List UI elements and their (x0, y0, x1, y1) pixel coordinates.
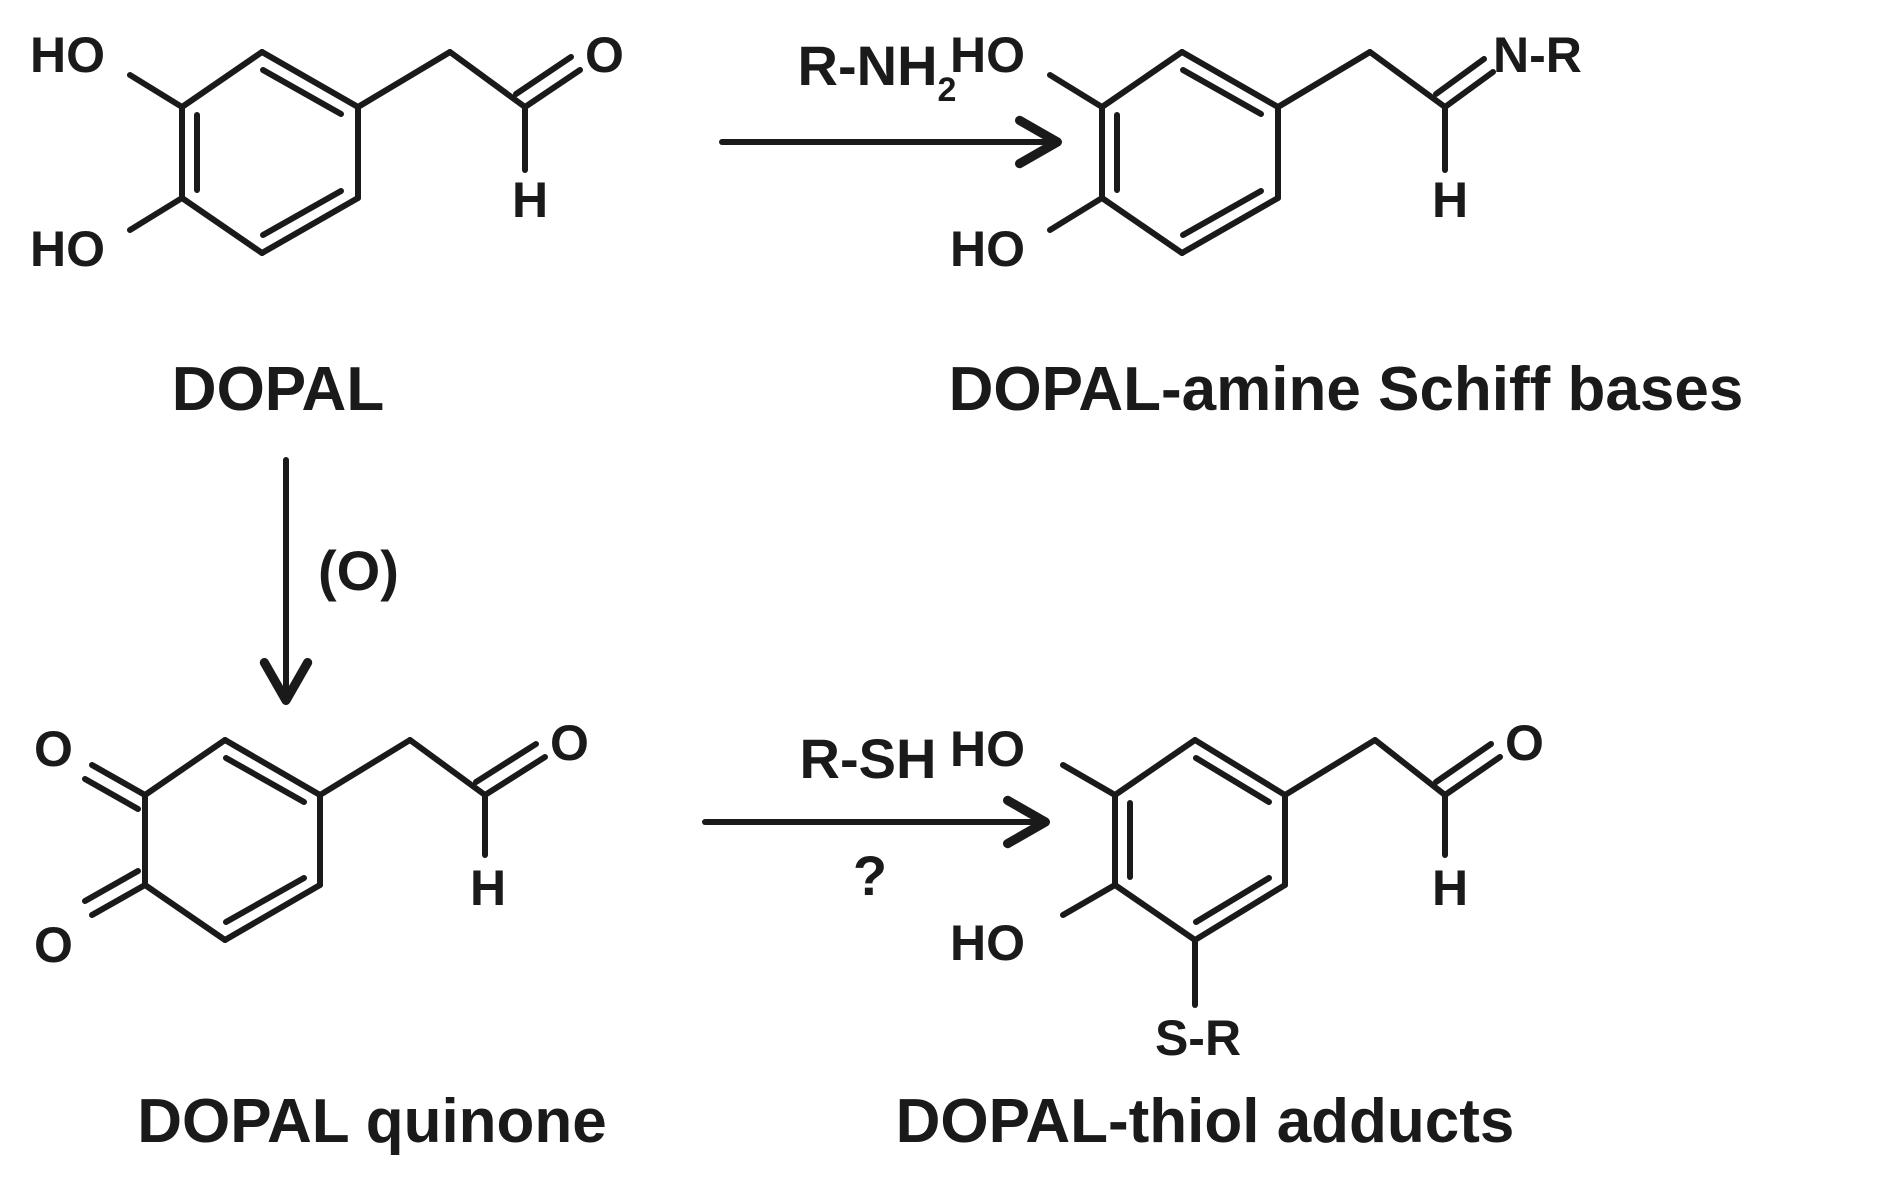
thiol-reagent-label: R-SH (800, 727, 937, 790)
thiol-ho-bottom-label: HO (950, 915, 1025, 971)
thiol-sr-label: S-R (1155, 1010, 1241, 1066)
dopal-structure (127, 49, 583, 256)
quinone-structure (82, 737, 548, 943)
quinone-name: DOPAL quinone (137, 1087, 607, 1156)
quinone-o-label: O (550, 715, 589, 771)
thiol-h-label: H (1432, 860, 1468, 916)
amine-reagent-label: R-NH2 (798, 34, 957, 109)
thiol-adduct-name: DOPAL-thiol adducts (896, 1087, 1515, 1156)
dopal-ho-top-label: HO (30, 27, 105, 83)
quinone-o-top-label: O (34, 721, 73, 777)
quinone-o-bottom-label: O (34, 917, 73, 973)
quinone-h-label: H (470, 860, 506, 916)
dopal-o-label: O (585, 27, 624, 83)
schiff-nr-label: N-R (1493, 27, 1582, 83)
dopal-ho-bottom-label: HO (30, 221, 105, 277)
thiol-adduct-structure (1060, 737, 1503, 1008)
thiol-uncertainty-label: ? (853, 844, 887, 907)
schiff-name: DOPAL-amine Schiff bases (949, 355, 1744, 424)
schiff-h-label: H (1432, 172, 1468, 228)
thiol-o-label: O (1505, 715, 1544, 771)
oxidation-reagent-label: (O) (318, 539, 399, 602)
schiff-base-structure (1047, 49, 1496, 256)
schiff-ho-top-label: HO (950, 27, 1025, 83)
dopal-h-label: H (512, 172, 548, 228)
schiff-ho-bottom-label: HO (950, 221, 1025, 277)
thiol-ho-top-label: HO (950, 721, 1025, 777)
dopal-name: DOPAL (172, 355, 384, 424)
